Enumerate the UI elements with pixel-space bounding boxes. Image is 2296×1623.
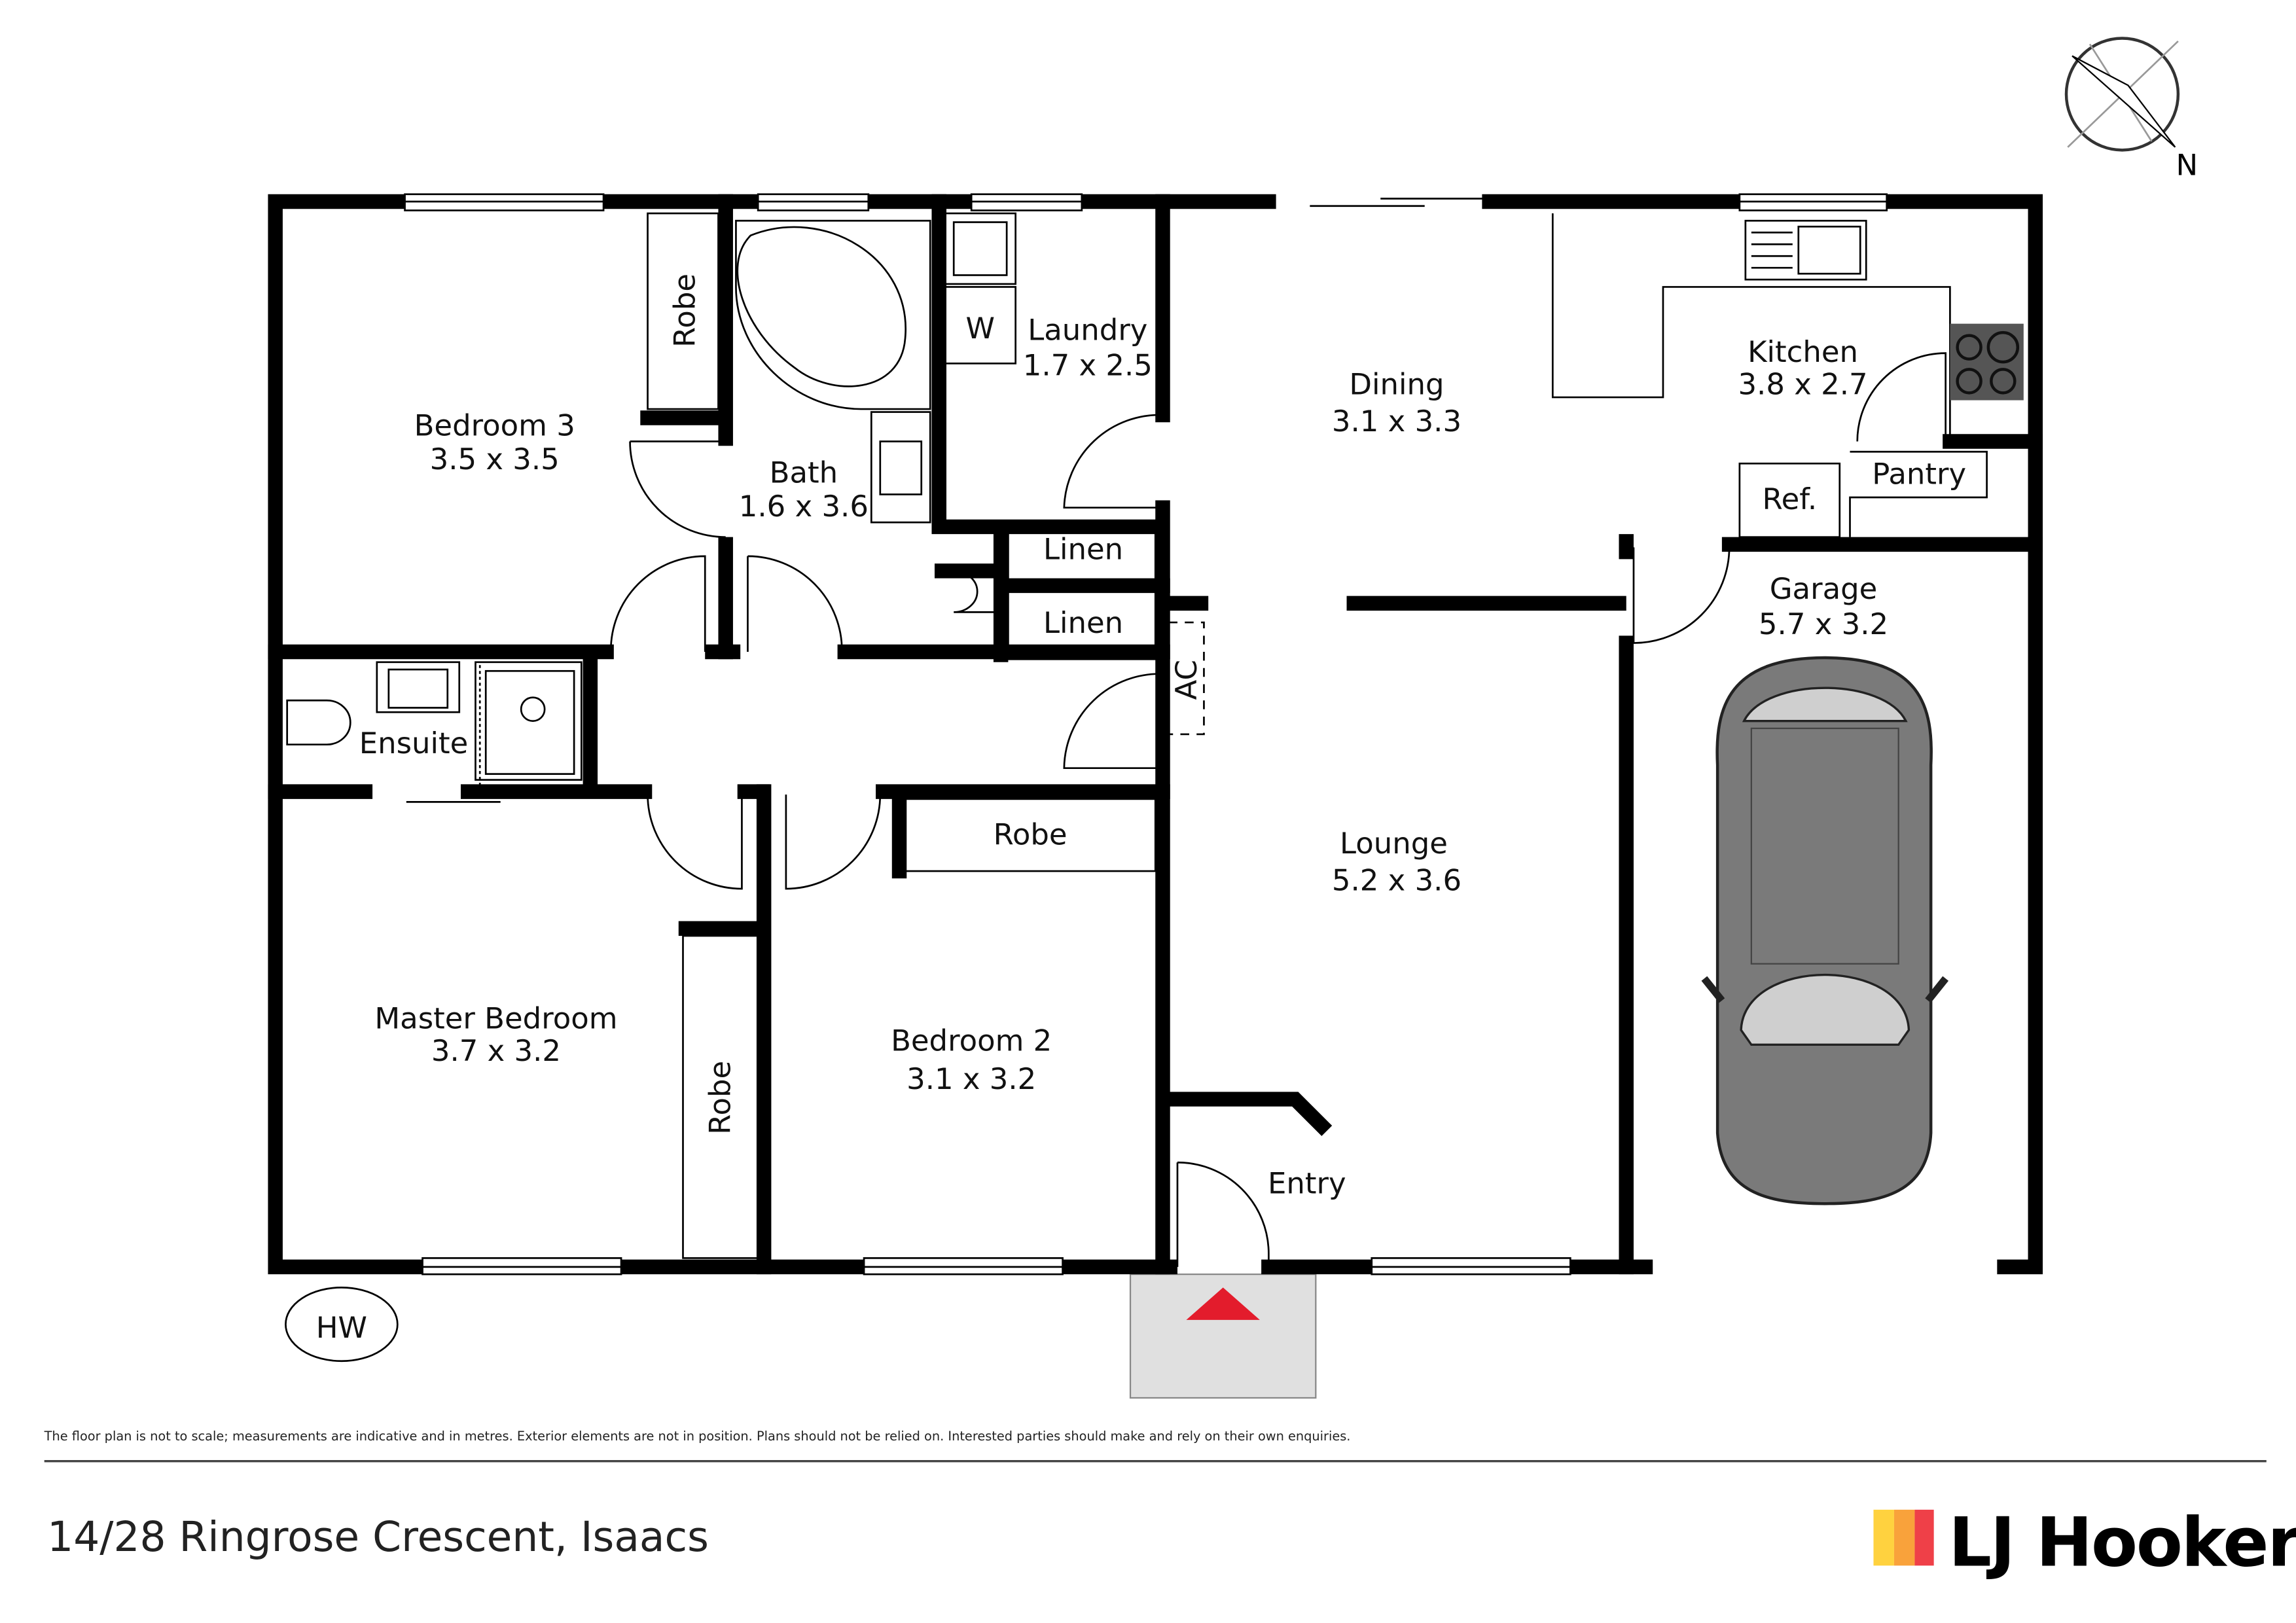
linen-1 bbox=[1007, 531, 1157, 581]
label-linen-1: Linen bbox=[1043, 531, 1123, 566]
robe-bedroom2 bbox=[904, 798, 1157, 872]
size-master: 3.7 x 3.2 bbox=[431, 1033, 561, 1068]
doors bbox=[609, 352, 1946, 1267]
bath-vanity bbox=[870, 411, 931, 524]
label-linen-2: Linen bbox=[1043, 605, 1123, 640]
label-laundry: Laundry bbox=[1028, 312, 1147, 347]
label-entry: Entry bbox=[1268, 1166, 1346, 1200]
lj-hooker-logo: LJ Hooker bbox=[1873, 1503, 2296, 1582]
label-kitchen: Kitchen bbox=[1748, 334, 1858, 369]
compass-icon: N bbox=[2064, 37, 2198, 183]
entry-marker-icon bbox=[1186, 1287, 1260, 1320]
brand-name: LJ Hooker bbox=[1948, 1503, 2296, 1582]
label-robe-bedroom2: Robe bbox=[994, 817, 1067, 852]
hot-water-unit bbox=[285, 1287, 399, 1363]
fridge bbox=[1738, 462, 1841, 539]
washer bbox=[944, 286, 1016, 365]
label-washer: W bbox=[965, 311, 994, 346]
north-label: N bbox=[2176, 148, 2198, 183]
label-dining: Dining bbox=[1349, 367, 1444, 402]
size-bedroom3: 3.5 x 3.5 bbox=[430, 442, 560, 476]
pantry-box bbox=[1849, 450, 1988, 537]
bathtub bbox=[736, 226, 906, 387]
size-kitchen: 3.8 x 2.7 bbox=[1738, 367, 1867, 402]
size-lounge: 5.2 x 3.6 bbox=[1332, 863, 1462, 897]
label-pantry: Pantry bbox=[1872, 457, 1966, 491]
label-garage: Garage bbox=[1770, 571, 1878, 606]
label-bath: Bath bbox=[770, 455, 838, 490]
size-laundry: 1.7 x 2.5 bbox=[1023, 348, 1153, 382]
kitchen-sink bbox=[1744, 219, 1867, 281]
robe-bedroom3 bbox=[647, 212, 719, 410]
label-hw: HW bbox=[316, 1310, 367, 1345]
linen-2 bbox=[1007, 590, 1157, 660]
label-master: Master Bedroom bbox=[374, 1001, 617, 1036]
label-lounge: Lounge bbox=[1340, 826, 1448, 861]
size-bedroom2: 3.1 x 3.2 bbox=[906, 1061, 1036, 1096]
label-robe-bedroom3: Robe bbox=[667, 274, 702, 348]
ensuite-basin bbox=[376, 661, 461, 713]
label-ac: AC bbox=[1169, 660, 1204, 700]
toilet-bath bbox=[954, 570, 996, 613]
disclaimer: The floor plan is not to scale; measurem… bbox=[44, 1429, 1351, 1444]
size-garage: 5.7 x 3.2 bbox=[1759, 607, 1888, 641]
laundry-tub bbox=[944, 212, 1016, 285]
windows bbox=[404, 193, 1888, 1275]
label-bedroom2: Bedroom 2 bbox=[891, 1023, 1052, 1058]
label-ref: Ref. bbox=[1762, 482, 1817, 516]
toilet-ensuite bbox=[286, 699, 351, 746]
car-icon bbox=[1701, 656, 1949, 1205]
ac-unit bbox=[1168, 621, 1205, 736]
robe-master bbox=[682, 935, 759, 1259]
size-dining: 3.1 x 3.3 bbox=[1332, 404, 1462, 438]
label-ensuite: Ensuite bbox=[359, 726, 469, 760]
label-robe-master: Robe bbox=[702, 1061, 737, 1135]
fixtures bbox=[285, 212, 2024, 1363]
label-bedroom3: Bedroom 3 bbox=[414, 408, 575, 443]
property-address: 14/28 Ringrose Crescent, Isaacs bbox=[47, 1513, 709, 1561]
kitchen-bench bbox=[1551, 213, 1951, 442]
shower bbox=[475, 661, 583, 781]
size-bath: 1.6 x 3.6 bbox=[739, 489, 869, 524]
